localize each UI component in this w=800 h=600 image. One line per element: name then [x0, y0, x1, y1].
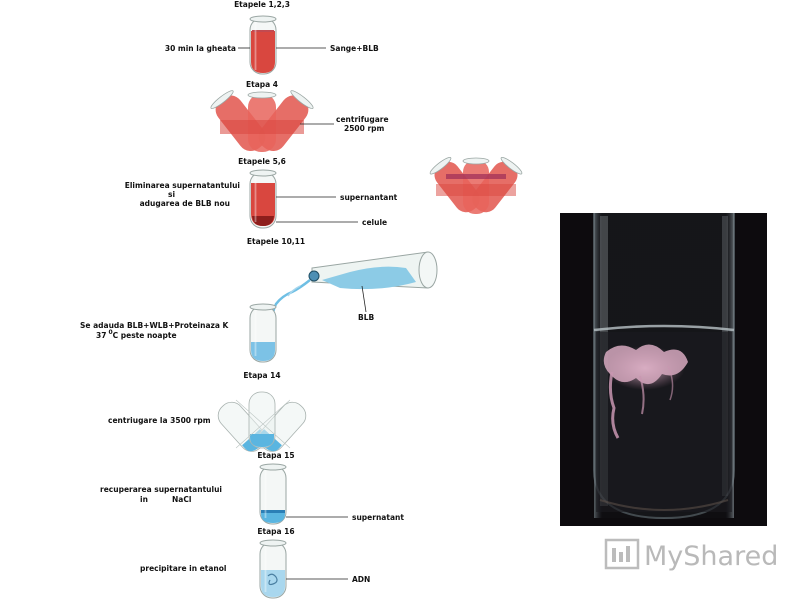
stage-14: Etapa 14 centriugare la 3500 rpm — [108, 371, 307, 452]
centrifuge2-label: centriugare la 3500 rpm — [108, 416, 211, 425]
stage-title: Etapele 10,11 — [247, 237, 305, 246]
add-blb-label: adugarea de BLB nou — [140, 199, 230, 208]
blb-leader — [361, 285, 367, 313]
recover-label: recuperarea supernatantului — [100, 485, 222, 494]
blood-tube — [249, 15, 277, 75]
supernatant-tube — [249, 169, 277, 229]
supernatant-label: supernantant — [340, 193, 398, 202]
stage-title: Etapa 15 — [257, 451, 294, 460]
precip-label: precipitare in etanol — [140, 564, 226, 573]
cells-label: celule — [362, 218, 387, 227]
ice-label: 30 min la gheata — [165, 44, 236, 53]
in-label: in — [140, 495, 148, 504]
stage-title: Etapa 16 — [257, 527, 294, 536]
dna-photo — [560, 213, 767, 526]
remove-label: Eliminarea supernatantului — [125, 181, 240, 190]
centrifuge-rotor-side — [429, 156, 523, 214]
precip-tube — [259, 539, 287, 599]
stage-15: Etapa 15 recuperarea supernatantului in … — [100, 451, 404, 525]
dna-precipitate — [267, 573, 278, 586]
stage-16: Etapa 16 precipitare in etanol ADN — [140, 527, 370, 599]
stage-10-11: Etapele 10,11 BLB Se adauda BLB+WLB+Prot… — [80, 237, 438, 363]
stage-4: Etapa 4 centrifugare 2500 rpm — [210, 80, 389, 152]
dna-strands — [603, 344, 688, 439]
stage-title: Etapa 4 — [246, 80, 278, 89]
mixing-tube — [249, 303, 277, 363]
blood-label: Sange+BLB — [330, 44, 379, 53]
dna-label: ADN — [352, 575, 370, 584]
blb-bottle — [308, 251, 438, 290]
recover-tube — [259, 463, 287, 525]
stage-title: Etapa 14 — [243, 371, 280, 380]
add-mix-label: Se adauda BLB+WLB+Proteinaza K — [80, 321, 230, 330]
stage-title: Etapele 5,6 — [238, 157, 286, 166]
centrifuge-rotor — [210, 90, 314, 152]
myshared-logo-icon — [604, 538, 640, 570]
supernatant2-label: supernatant — [352, 513, 404, 522]
blb-label: BLB — [358, 313, 374, 322]
stage-5-6: Etapele 5,6 Eliminarea supernatantului s… — [125, 156, 523, 229]
si-label: si — [168, 190, 175, 199]
stage-1-2-3: Etapele 1,2,3 30 min la gheata Sange+BLB — [165, 0, 379, 75]
watermark: MyShared — [604, 538, 778, 572]
stage-title: Etapele 1,2,3 — [234, 0, 290, 9]
watermark-text: MyShared — [644, 541, 778, 572]
rpm-label: 2500 rpm — [344, 124, 385, 133]
centrifuge-blue — [217, 391, 307, 452]
nacl-label: NaCl — [172, 495, 191, 504]
blb-liquid — [322, 266, 416, 290]
centrifuge-label: centrifugare — [336, 115, 389, 124]
